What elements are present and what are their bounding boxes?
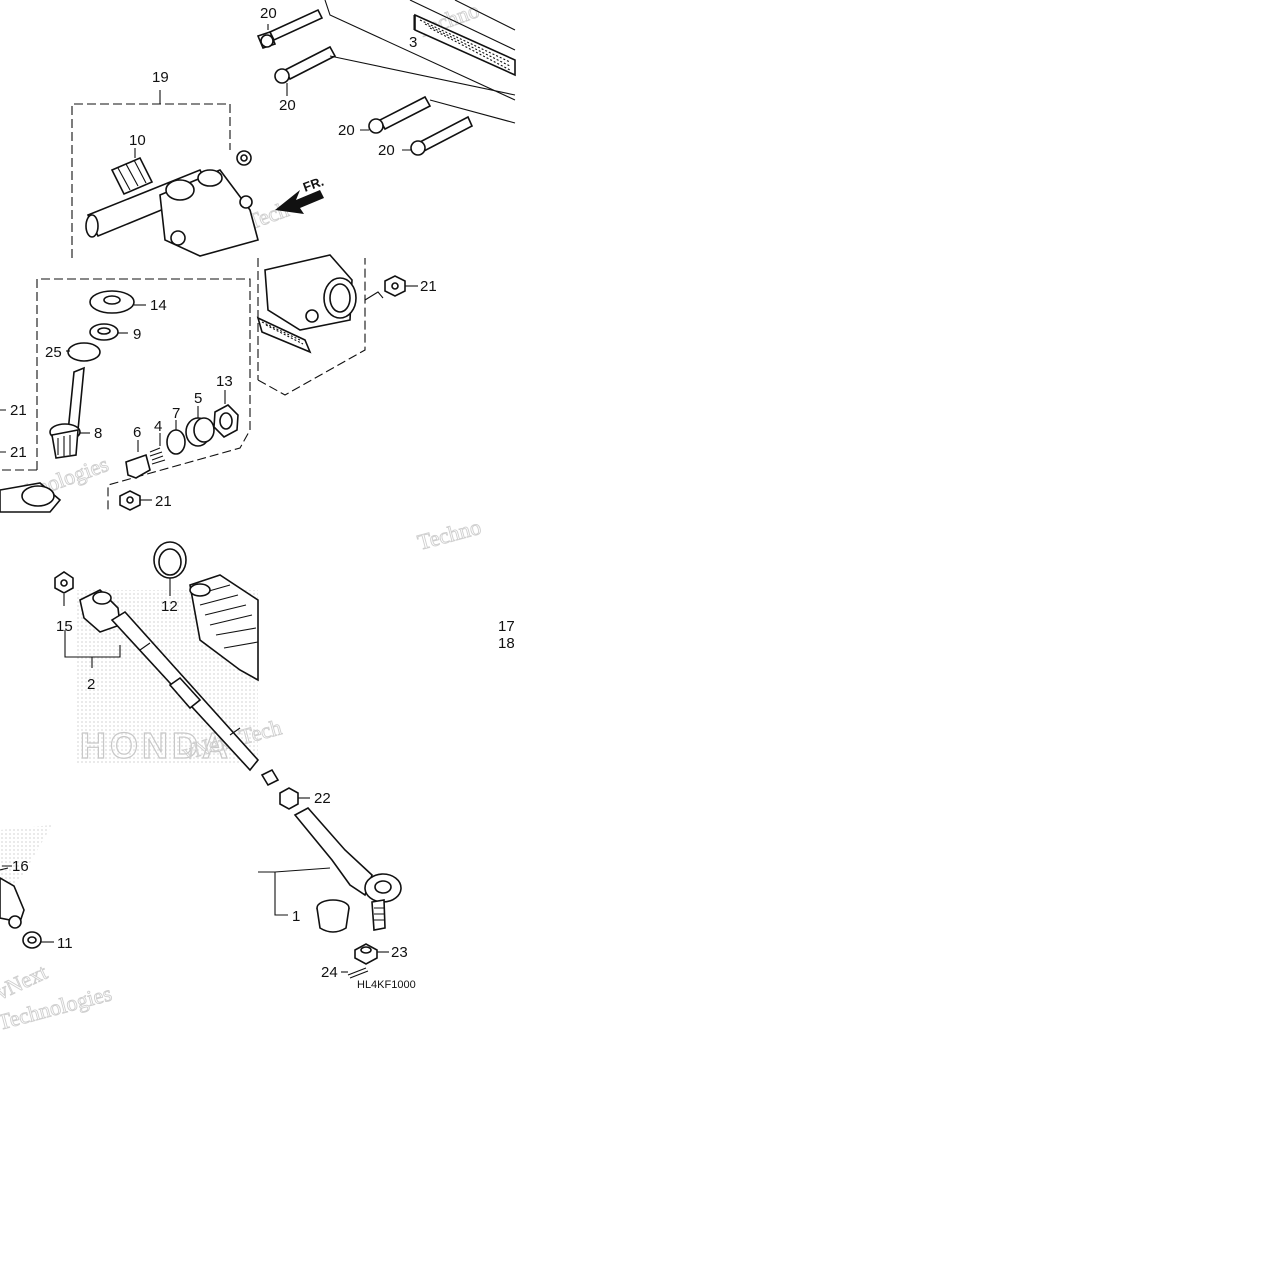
callout-23: 23 bbox=[391, 944, 408, 961]
part-6-rack-guide bbox=[125, 440, 151, 479]
callout-20: 20 bbox=[260, 5, 277, 22]
callout-8: 8 bbox=[94, 425, 102, 442]
callout-20: 20 bbox=[279, 97, 296, 114]
left-edge-fragments bbox=[0, 409, 62, 513]
part-12-boot-clamp bbox=[153, 541, 187, 596]
callout-1: 1 bbox=[292, 908, 300, 925]
callout-labels: 20 3 20 20 20 19 10 FR. 21 14 9 25 13 5 … bbox=[10, 5, 515, 991]
bolt-20-b bbox=[274, 45, 337, 84]
callout-3: 3 bbox=[409, 34, 417, 51]
bolt-20-a bbox=[256, 8, 324, 49]
callout-16: 16 bbox=[12, 858, 29, 875]
svg-text:Techno: Techno bbox=[415, 514, 484, 555]
nut-21-mid bbox=[119, 490, 152, 511]
svg-text:HONDA: HONDA bbox=[80, 725, 232, 766]
callout-13: 13 bbox=[216, 373, 233, 390]
callout-9: 9 bbox=[133, 326, 141, 343]
rack-housing-top bbox=[324, 0, 516, 101]
valve-group-box bbox=[0, 278, 251, 510]
front-arrow-label: FR. bbox=[301, 174, 326, 195]
part-7-o-ring bbox=[166, 420, 186, 455]
callout-22: 22 bbox=[314, 790, 331, 807]
part-16-left-boot-fragment bbox=[0, 865, 25, 929]
callout-21: 21 bbox=[10, 444, 27, 461]
callout-25: 25 bbox=[45, 344, 62, 361]
bolt-20-d bbox=[410, 115, 474, 156]
callout-24: 24 bbox=[321, 964, 338, 981]
part-10-bushing bbox=[110, 148, 154, 196]
nut-21-right bbox=[384, 275, 418, 297]
part-8-pinion-shaft bbox=[49, 366, 90, 459]
part-15-locknut bbox=[54, 571, 74, 606]
callout-20: 20 bbox=[378, 142, 395, 159]
callout-14: 14 bbox=[150, 297, 167, 314]
part-14-cap bbox=[89, 290, 146, 314]
callout-4: 4 bbox=[154, 418, 162, 435]
part-25-snap-ring bbox=[66, 342, 101, 362]
part-1-tie-rod-end bbox=[258, 806, 402, 931]
callout-6: 6 bbox=[133, 424, 141, 441]
pinion-housing-box bbox=[256, 254, 384, 396]
part-23-castle-nut bbox=[354, 943, 389, 965]
part-22-jam-nut bbox=[260, 768, 310, 810]
callout-19: 19 bbox=[152, 69, 169, 86]
part-1-dust-boot bbox=[316, 899, 350, 933]
part-24-cotter-pin bbox=[341, 967, 369, 979]
callout-10: 10 bbox=[129, 132, 146, 149]
callout-21: 21 bbox=[155, 493, 172, 510]
callout-15: 15 bbox=[56, 618, 73, 635]
callout-21: 21 bbox=[10, 402, 27, 419]
part-9-seal bbox=[89, 323, 128, 341]
part-2-tie-rod bbox=[64, 589, 260, 772]
callout-7: 7 bbox=[172, 405, 180, 422]
callout-20: 20 bbox=[338, 122, 355, 139]
callout-18: 18 bbox=[498, 635, 515, 652]
diagram-code: HL4KF1000 bbox=[357, 979, 416, 991]
part-5-screw bbox=[185, 406, 215, 447]
bolt-20-c bbox=[368, 95, 432, 134]
part-4-spring bbox=[149, 433, 166, 465]
part-13-locknut bbox=[213, 390, 239, 438]
leader-lines-top bbox=[267, 15, 516, 151]
callout-17: 17 bbox=[498, 618, 515, 635]
callout-11: 11 bbox=[57, 935, 73, 952]
callout-21: 21 bbox=[420, 278, 437, 295]
callout-12: 12 bbox=[161, 598, 178, 615]
part-11-clamp bbox=[22, 931, 54, 949]
part-16-bellows-boot bbox=[189, 574, 259, 682]
front-arrow bbox=[275, 190, 324, 214]
callout-5: 5 bbox=[194, 390, 202, 407]
callout-2: 2 bbox=[87, 676, 95, 693]
gearbox-assembly-19 bbox=[71, 90, 259, 258]
